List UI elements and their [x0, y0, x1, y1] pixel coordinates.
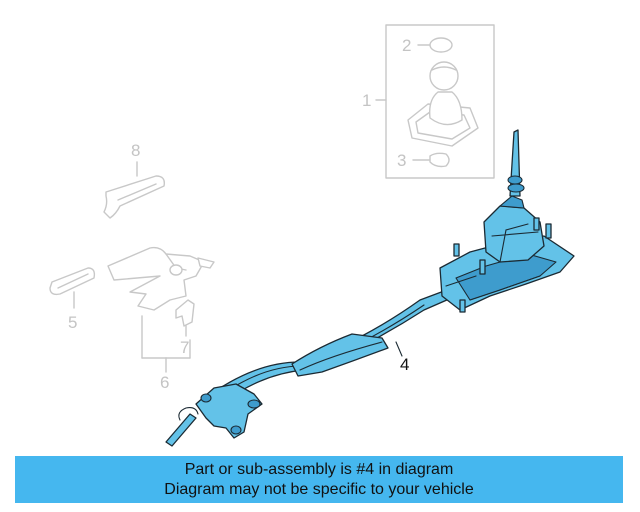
callout-4: 4	[400, 355, 409, 374]
callout-6: 6	[160, 373, 169, 392]
part-4-shifter-cable-assembly	[165, 129, 575, 447]
callout-8: 8	[131, 141, 140, 160]
part-1-shift-boot-group	[375, 24, 495, 179]
part-8-lever-cover	[103, 161, 166, 219]
banner-line-1: Part or sub-assembly is #4 in diagram	[184, 460, 454, 478]
callout-2: 2	[402, 36, 411, 55]
callout-1: 1	[362, 91, 371, 110]
part-6-brake-lever	[107, 246, 215, 373]
info-banner: Part or sub-assembly is #4 in diagram Di…	[15, 456, 623, 503]
banner-line-2: Diagram may not be specific to your vehi…	[164, 480, 474, 498]
part-5-handle-grip	[49, 267, 96, 309]
callout-3: 3	[397, 151, 406, 170]
callout-7: 7	[180, 338, 189, 357]
parts-diagram: 1 2 3 4 5 6 7 8	[49, 24, 575, 447]
callout-5: 5	[68, 313, 77, 332]
part-7-bracket	[175, 299, 195, 337]
